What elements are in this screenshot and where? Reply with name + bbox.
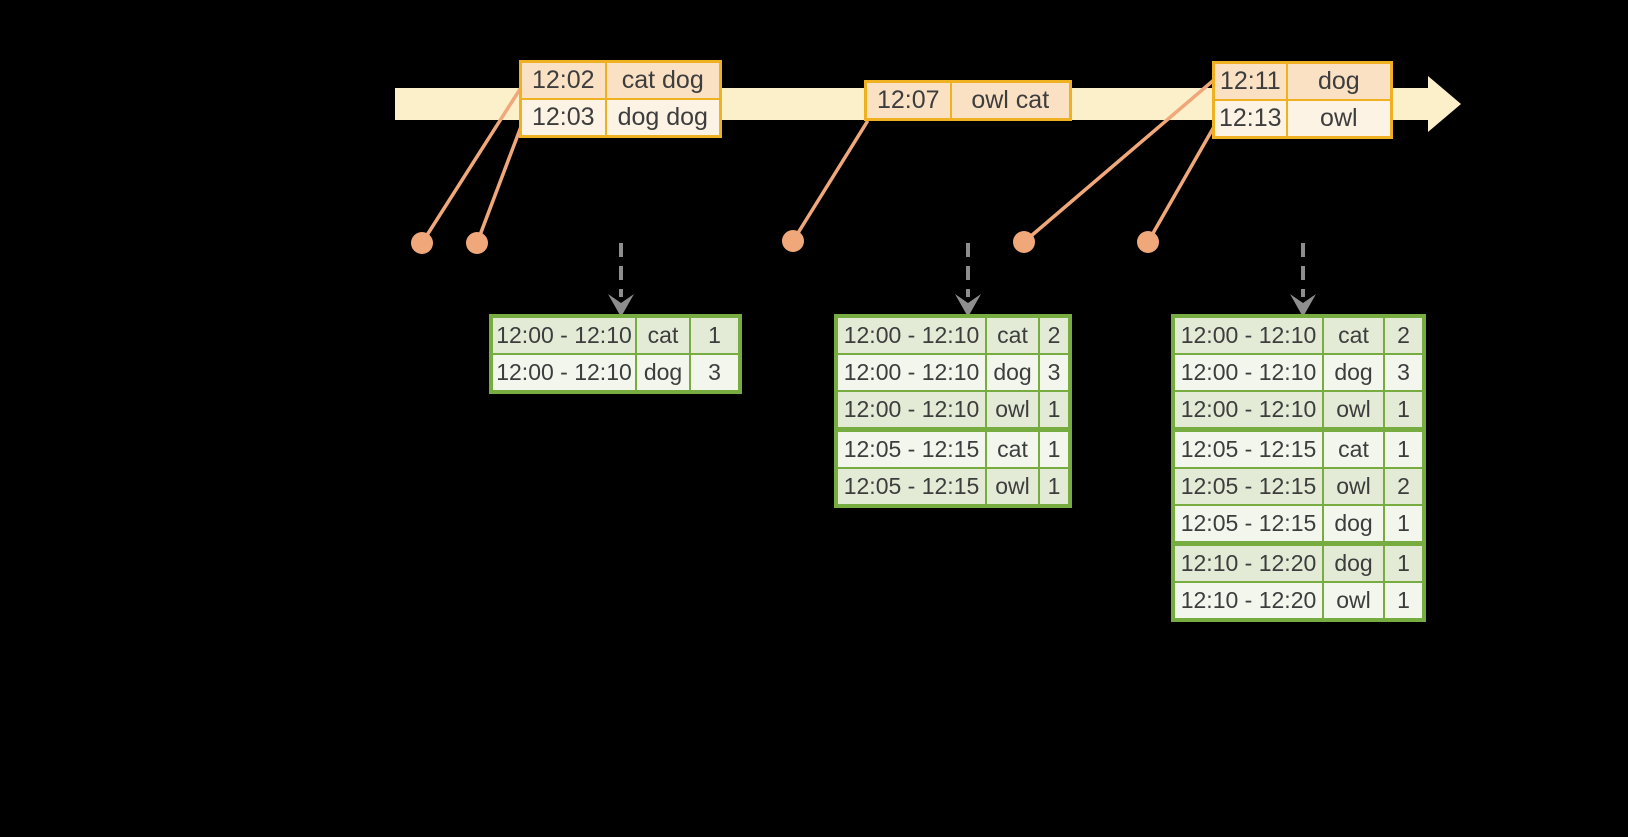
event-words-cell: owl: [1285, 99, 1393, 139]
result-window-cell: 12:10 - 12:20: [1172, 581, 1324, 621]
result-count-cell: 1: [1383, 427, 1425, 469]
result-word-cell: owl: [1322, 581, 1385, 621]
result-count-cell: 1: [1038, 390, 1071, 431]
result-word-cell: cat: [1322, 315, 1385, 355]
result-window-cell: 12:00 - 12:10: [490, 315, 637, 355]
result-table: 12:00 - 12:10 cat 1 12:00 - 12:10 dog 3: [489, 314, 742, 394]
result-window-cell: 12:00 - 12:10: [1172, 390, 1324, 431]
leader-line: [1022, 77, 1217, 244]
result-count-cell: 2: [1038, 315, 1071, 355]
table-row: 12:10 - 12:20 owl 1: [1172, 581, 1425, 621]
event-table: 12:07 owl cat: [864, 80, 1072, 121]
leader-line: [420, 84, 524, 245]
result-word-cell: cat: [985, 427, 1040, 469]
result-window-cell: 12:05 - 12:15: [835, 427, 987, 469]
table-row: 12:07 owl cat: [864, 80, 1072, 121]
result-window-cell: 12:05 - 12:15: [1172, 467, 1324, 506]
leader-line: [475, 122, 524, 245]
event-marker-dot: [1013, 231, 1035, 253]
result-word-cell: owl: [1322, 467, 1385, 506]
table-row: 12:00 - 12:10 cat 1: [490, 315, 741, 355]
event-marker-dot: [411, 232, 433, 254]
down-arrow-icon: [955, 243, 981, 317]
leader-line: [791, 120, 869, 243]
result-window-cell: 12:00 - 12:10: [490, 353, 637, 393]
result-count-cell: 1: [1383, 581, 1425, 621]
result-word-cell: dog: [635, 353, 691, 393]
result-count-cell: 2: [1383, 315, 1425, 355]
event-time-cell: 12:13: [1212, 99, 1288, 139]
result-word-cell: owl: [985, 467, 1040, 507]
result-count-cell: 1: [1383, 541, 1425, 583]
table-row: 12:02 cat dog: [519, 60, 722, 100]
event-words-cell: dog: [1285, 61, 1393, 101]
result-word-cell: cat: [985, 315, 1040, 355]
table-row: 12:05 - 12:15 cat 1: [835, 427, 1071, 469]
event-time-cell: 12:07: [864, 80, 952, 121]
leader-line: [1146, 123, 1217, 244]
event-words-cell: owl cat: [949, 80, 1072, 121]
result-window-cell: 12:05 - 12:15: [835, 467, 987, 507]
result-window-cell: 12:05 - 12:15: [1172, 504, 1324, 545]
result-window-cell: 12:00 - 12:10: [1172, 315, 1324, 355]
result-count-cell: 1: [689, 315, 741, 355]
result-count-cell: 1: [1383, 390, 1425, 431]
table-row: 12:00 - 12:10 dog 3: [1172, 353, 1425, 392]
event-marker-dot: [466, 232, 488, 254]
table-row: 12:05 - 12:15 owl 1: [835, 467, 1071, 507]
table-row: 12:00 - 12:10 owl 1: [1172, 390, 1425, 431]
result-word-cell: cat: [1322, 427, 1385, 469]
table-row: 12:10 - 12:20 dog 1: [1172, 541, 1425, 583]
event-words-cell: cat dog: [604, 60, 722, 100]
event-time-cell: 12:02: [519, 60, 607, 100]
result-count-cell: 1: [1038, 427, 1071, 469]
table-row: 12:00 - 12:10 owl 1: [835, 390, 1071, 431]
event-marker-dot: [1137, 231, 1159, 253]
result-window-cell: 12:05 - 12:15: [1172, 427, 1324, 469]
table-row: 12:05 - 12:15 dog 1: [1172, 504, 1425, 545]
result-word-cell: dog: [1322, 541, 1385, 583]
event-time-cell: 12:03: [519, 98, 607, 138]
result-word-cell: cat: [635, 315, 691, 355]
result-count-cell: 3: [1038, 353, 1071, 392]
result-table: 12:00 - 12:10 cat 2 12:00 - 12:10 dog 3 …: [834, 314, 1072, 508]
result-word-cell: owl: [985, 390, 1040, 431]
down-arrow-icon: [608, 243, 634, 317]
result-window-cell: 12:00 - 12:10: [1172, 353, 1324, 392]
result-word-cell: dog: [1322, 504, 1385, 545]
table-row: 12:03 dog dog: [519, 98, 722, 138]
result-window-cell: 12:00 - 12:10: [835, 353, 987, 392]
result-count-cell: 1: [1038, 467, 1071, 507]
result-word-cell: owl: [1322, 390, 1385, 431]
result-word-cell: dog: [1322, 353, 1385, 392]
result-window-cell: 12:00 - 12:10: [835, 390, 987, 431]
result-word-cell: dog: [985, 353, 1040, 392]
table-row: 12:05 - 12:15 owl 2: [1172, 467, 1425, 506]
result-count-cell: 3: [689, 353, 741, 393]
table-row: 12:00 - 12:10 dog 3: [490, 353, 741, 393]
table-row: 12:11 dog: [1212, 61, 1393, 101]
result-count-cell: 1: [1383, 504, 1425, 545]
result-table: 12:00 - 12:10 cat 2 12:00 - 12:10 dog 3 …: [1171, 314, 1426, 622]
table-row: 12:13 owl: [1212, 99, 1393, 139]
timeline-arrowhead-icon: [1428, 76, 1461, 132]
table-row: 12:05 - 12:15 cat 1: [1172, 427, 1425, 469]
result-window-cell: 12:10 - 12:20: [1172, 541, 1324, 583]
event-marker-dot: [782, 230, 804, 252]
down-arrow-icon: [1290, 243, 1316, 317]
event-table: 12:02 cat dog 12:03 dog dog: [519, 60, 722, 138]
table-row: 12:00 - 12:10 cat 2: [1172, 315, 1425, 355]
table-row: 12:00 - 12:10 cat 2: [835, 315, 1071, 355]
result-count-cell: 3: [1383, 353, 1425, 392]
event-table: 12:11 dog 12:13 owl: [1212, 61, 1394, 139]
event-words-cell: dog dog: [604, 98, 722, 138]
result-count-cell: 2: [1383, 467, 1425, 506]
table-row: 12:00 - 12:10 dog 3: [835, 353, 1071, 392]
result-window-cell: 12:00 - 12:10: [835, 315, 987, 355]
event-time-cell: 12:11: [1212, 61, 1288, 101]
